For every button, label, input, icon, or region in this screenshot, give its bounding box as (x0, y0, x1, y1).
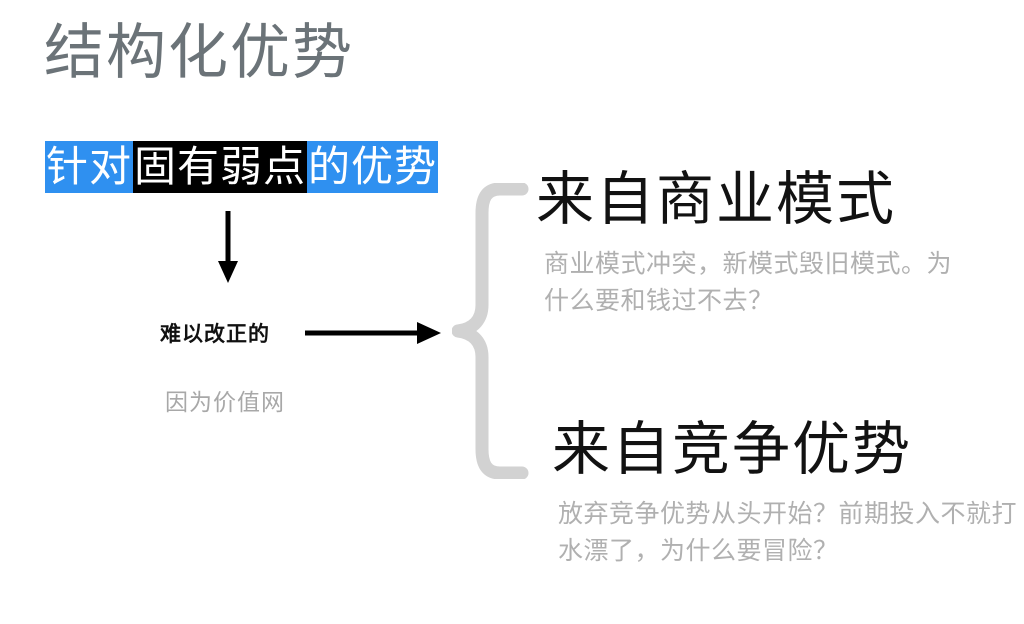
branch-business-model: 来自商业模式 商业模式冲突，新模式毁旧模式。为什么要和钱过不去？ (536, 168, 964, 321)
highlight-segment-2: 固有弱点 (133, 141, 308, 193)
branch-body: 放弃竞争优势从头开始？前期投入不就打水漂了，为什么要冒险？ (558, 499, 1018, 566)
page-title: 结构化优势 (44, 19, 354, 86)
highlight-segment-3: 的优势 (307, 141, 439, 193)
sub-note: 因为价值网 (165, 389, 285, 415)
curly-brace-icon (451, 182, 532, 480)
mid-label: 难以改正的 (160, 323, 270, 346)
branch-heading: 来自竞争优势 (552, 417, 913, 482)
arrow-right-icon (305, 318, 441, 348)
highlight-phrase: 针对 固有弱点 的优势 (45, 141, 439, 193)
branch-competitive-advantage: 来自竞争优势 放弃竞争优势从头开始？前期投入不就打水漂了，为什么要冒险？ (552, 418, 1018, 571)
branch-body: 商业模式冲突，新模式毁旧模式。为什么要和钱过不去？ (544, 249, 953, 316)
arrow-down-icon (213, 211, 243, 283)
highlight-segment-1: 针对 (45, 141, 134, 193)
branch-heading: 来自商业模式 (536, 167, 897, 232)
